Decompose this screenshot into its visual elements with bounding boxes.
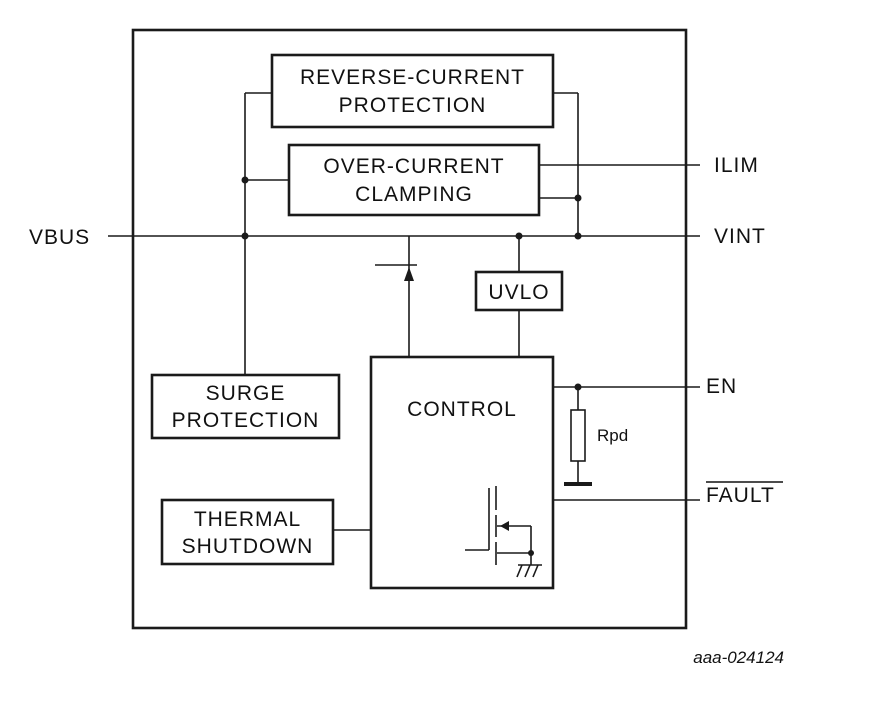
surge-label-line1: SURGE xyxy=(206,382,286,405)
pin-fault-label: FAULT xyxy=(706,484,775,507)
over-current-label-line2: CLAMPING xyxy=(355,183,473,206)
over-current-label-line1: OVER-CURRENT xyxy=(323,155,504,178)
uvlo-label: UVLO xyxy=(488,281,549,304)
surge-label-line2: PROTECTION xyxy=(172,409,320,432)
junction-dots xyxy=(241,176,582,391)
pin-vint-label: VINT xyxy=(714,225,766,248)
pulldown-resistor-icon xyxy=(564,409,592,486)
rpd-label: Rpd xyxy=(597,426,628,445)
pin-vbus-label: VBUS xyxy=(29,226,90,249)
pin-en-label: EN xyxy=(706,375,737,398)
reverse-current-label-line1: REVERSE-CURRENT xyxy=(300,66,525,89)
figure-id: aaa-024124 xyxy=(693,648,784,667)
surge-protection-block: SURGE PROTECTION xyxy=(150,373,341,440)
fault-mosfet-icon xyxy=(465,486,542,578)
reverse-current-label-line2: PROTECTION xyxy=(339,94,487,117)
gate-arrow-icon xyxy=(404,267,414,281)
thermal-label-line2: SHUTDOWN xyxy=(182,535,314,558)
thermal-shutdown-block: THERMAL SHUTDOWN xyxy=(160,498,335,566)
over-current-clamping-block: OVER-CURRENT CLAMPING xyxy=(287,143,541,217)
uvlo-block: UVLO xyxy=(474,270,564,312)
control-block: CONTROL xyxy=(369,355,555,590)
pin-ilim-label: ILIM xyxy=(714,154,759,177)
reverse-current-protection-block: REVERSE-CURRENT PROTECTION xyxy=(270,53,555,129)
control-label: CONTROL xyxy=(407,398,517,421)
thermal-label-line1: THERMAL xyxy=(194,508,301,531)
device-outline xyxy=(131,28,688,630)
